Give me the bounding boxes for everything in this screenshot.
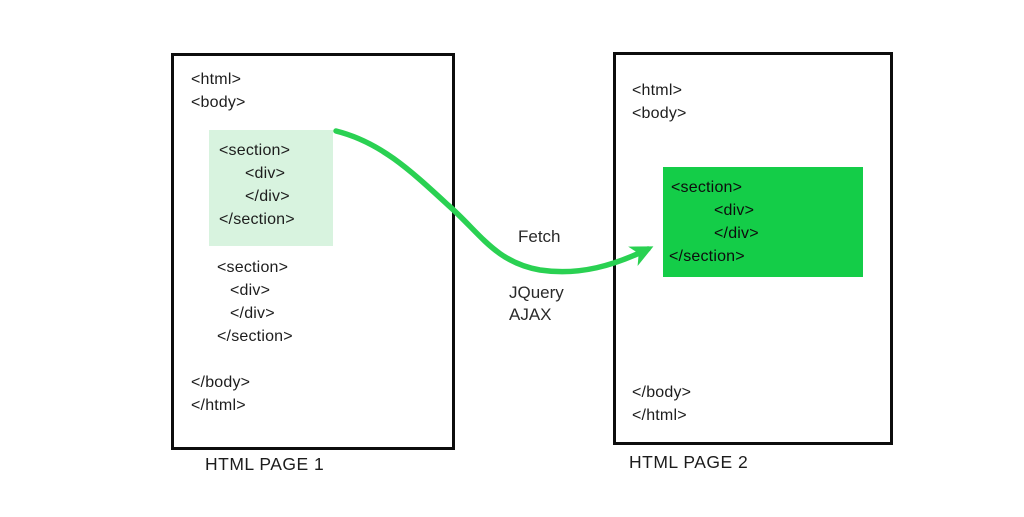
page2-html-open: <html> [632, 82, 683, 99]
page2-section-open: <section> [671, 179, 743, 196]
page1-section-close: </section> [219, 211, 295, 228]
html-page-2-box: <html> <body> <section> <div> </div> </s… [613, 52, 893, 445]
page2-div-close: </div> [714, 225, 759, 242]
page1-source-section-highlight: <section> <div> </div> </section> [209, 130, 333, 246]
page1-section2-open: <section> [217, 259, 289, 276]
page1-section-open: <section> [219, 142, 291, 159]
page2-div-open: <div> [714, 202, 755, 219]
html-page-1-box: <html> <body> <section> <div> </div> </s… [171, 53, 455, 450]
page1-html-open: <html> [191, 71, 242, 88]
page2-injected-section-highlight: <section> <div> </div> </section> [663, 167, 863, 277]
page2-section-close: </section> [669, 248, 745, 265]
page1-div2-open: <div> [230, 282, 271, 299]
page1-body-open: <body> [191, 94, 246, 111]
page2-body-open: <body> [632, 105, 687, 122]
page2-body-close: </body> [632, 384, 692, 401]
page1-section2-close: </section> [217, 328, 293, 345]
page1-div-open: <div> [245, 165, 286, 182]
ajax-label: AJAX [509, 305, 552, 324]
jquery-label: JQuery [509, 283, 564, 302]
page1-div-close: </div> [245, 188, 290, 205]
fetch-label: Fetch [518, 227, 561, 246]
page2-html-close: </html> [632, 407, 687, 424]
page1-html-close: </html> [191, 397, 246, 414]
page1-caption: HTML PAGE 1 [205, 454, 325, 474]
page2-caption: HTML PAGE 2 [629, 452, 749, 472]
page1-div2-close: </div> [230, 305, 275, 322]
page1-body-close: </body> [191, 374, 251, 391]
